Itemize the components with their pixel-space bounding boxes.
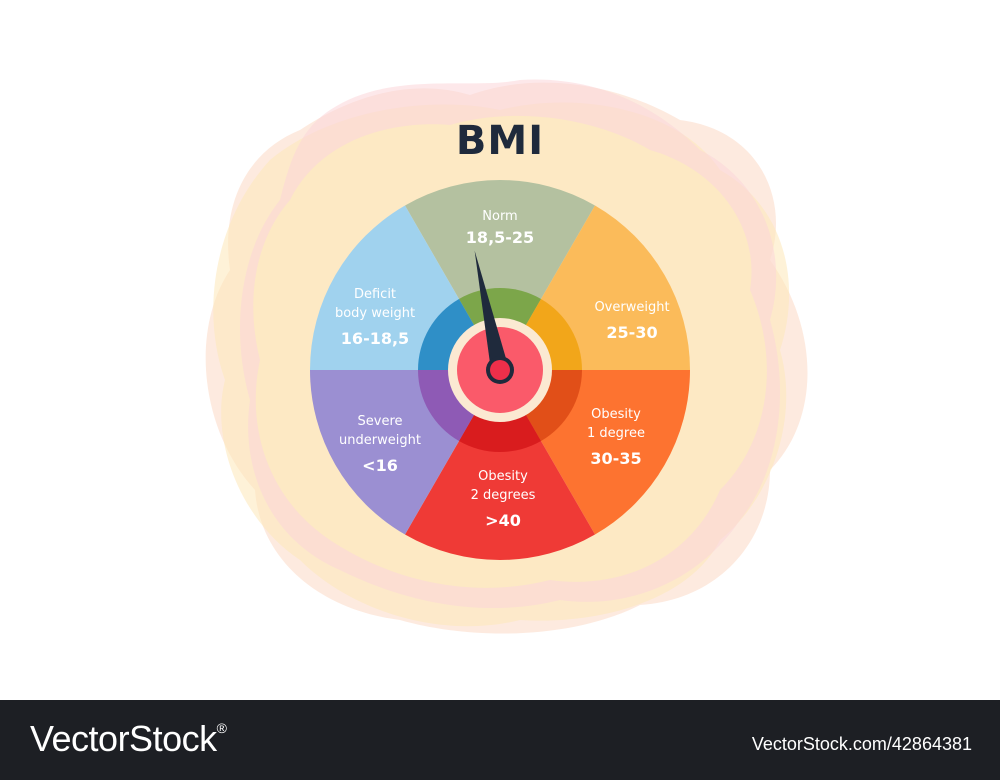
- segment-name: Severe: [357, 414, 403, 429]
- watermark-bar: VectorStock® VectorStock.com/42864381: [0, 700, 1000, 780]
- bmi-wheel: [310, 180, 690, 560]
- image-url[interactable]: VectorStock.com/42864381: [751, 734, 972, 754]
- segment-name-line2: underweight: [339, 433, 421, 448]
- segment-range: >40: [485, 511, 521, 530]
- segment-name: Overweight: [594, 300, 670, 315]
- segment-name-line2: 1 degree: [587, 426, 645, 441]
- segment-range: 30-35: [590, 449, 642, 468]
- logo-text: VectorStock: [30, 718, 217, 759]
- registered-mark: ®: [216, 720, 227, 736]
- page-title: BMI: [455, 118, 545, 164]
- bmi-infographic: BMI Norm 18,5-25 Overweight 25-30 Obesit…: [205, 79, 808, 634]
- segment-label-severe: Severe underweight <16: [326, 412, 434, 475]
- segment-norm: [405, 180, 595, 370]
- segment-label-obesity-2: Obesity 2 degrees >40: [448, 467, 558, 530]
- needle: [474, 250, 509, 372]
- segment-label-overweight: Overweight 25-30: [580, 298, 684, 342]
- segment-name-line2: body weight: [334, 306, 416, 321]
- segment-range: 18,5-25: [465, 228, 535, 247]
- segment-label-obesity-1: Obesity 1 degree 30-35: [566, 405, 666, 468]
- segment-range: 25-30: [606, 323, 658, 342]
- segment-name-line2: 2 degrees: [470, 488, 536, 503]
- segment-name: Obesity: [591, 407, 641, 422]
- segment-name: Norm: [482, 209, 518, 224]
- segment-obesity2: [405, 370, 595, 560]
- segment-label-norm: Norm 18,5-25: [448, 207, 552, 247]
- needle-pivot-dot: [490, 360, 510, 380]
- segment-range: <16: [362, 456, 398, 475]
- segment-name: Deficit: [353, 287, 397, 302]
- vectorstock-logo[interactable]: VectorStock®: [30, 718, 227, 760]
- segment-label-deficit: Deficit body weight 16-18,5: [322, 285, 428, 348]
- segment-name: Obesity: [478, 469, 528, 484]
- segment-range: 16-18,5: [340, 329, 410, 348]
